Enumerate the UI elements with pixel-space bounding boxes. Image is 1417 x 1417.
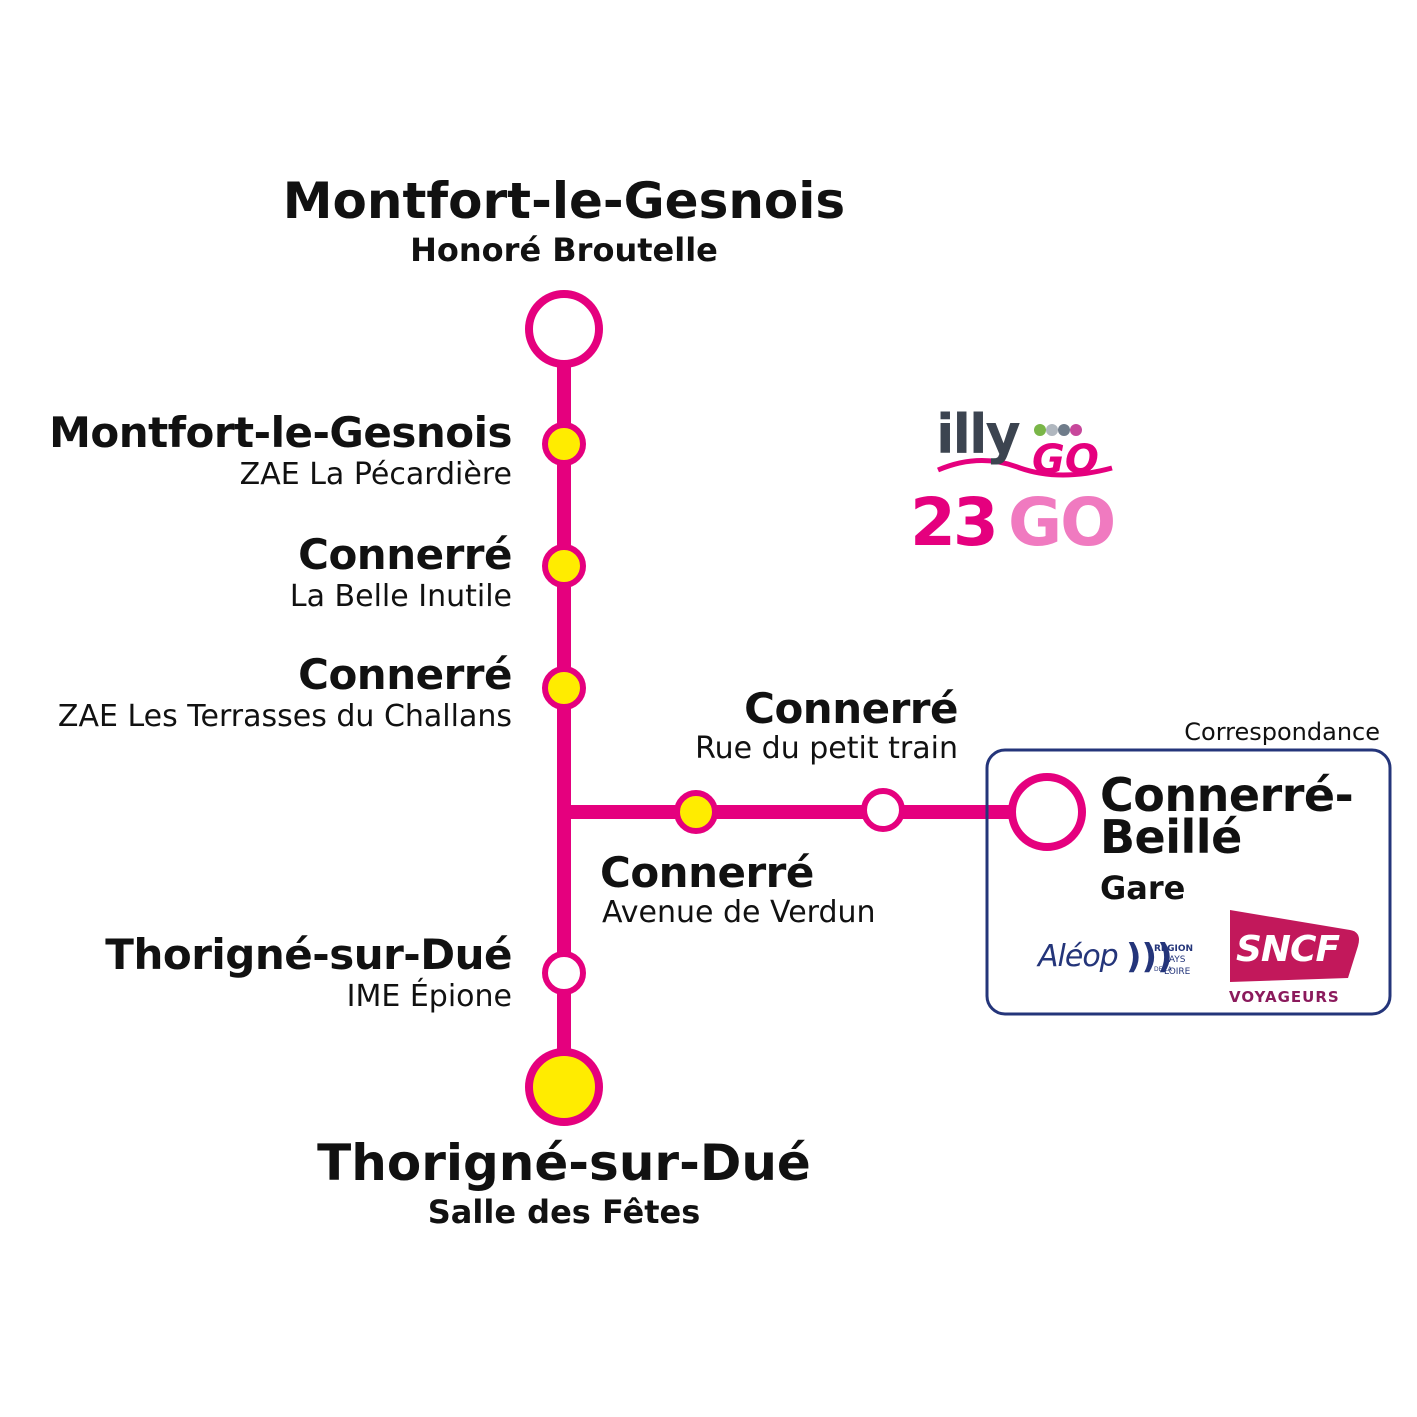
stop-marker-thorigne-salle-fetes[interactable]	[525, 1048, 603, 1126]
stop-place-connerre-belle-inutile: La Belle Inutile	[289, 579, 512, 614]
stop-place-thorigne-salle-fetes: Salle des Fêtes	[427, 1193, 701, 1231]
transfer-box	[985, 748, 1392, 1016]
stop-marker-connerre-terrasses[interactable]	[542, 666, 586, 710]
illygo-logo-illy: illy	[936, 403, 1021, 466]
stop-place-montfort-broutelle: Honoré Broutelle	[410, 231, 718, 269]
transfer-station-subtitle: Gare	[1100, 869, 1186, 907]
stop-place-connerre-verdun: Avenue de Verdun	[602, 895, 876, 930]
stop-city-connerre-terrasses: Connerré	[298, 650, 512, 699]
transfer-station-title-line1: Connerré-	[1100, 768, 1354, 822]
region-logo-line4: LOIRE	[1164, 967, 1191, 977]
aleop-logo: Aléop	[1038, 939, 1119, 974]
stop-place-connerre-petit-train: Rue du petit train	[695, 731, 958, 766]
stop-city-montfort-broutelle: Montfort-le-Gesnois	[282, 172, 846, 230]
illygo-swoosh	[937, 458, 1113, 478]
stop-city-connerre-petit-train: Connerré	[744, 684, 958, 733]
sncf-voyageurs: VOYAGEURS	[1229, 988, 1340, 1006]
stop-city-connerre-verdun: Connerré	[600, 848, 814, 897]
stop-marker-montfort-broutelle[interactable]	[525, 290, 603, 368]
transfer-caption: Correspondance	[1184, 718, 1380, 746]
stop-city-montfort-pecardiere: Montfort-le-Gesnois	[49, 408, 512, 457]
aleop-bars-icon: )))	[1126, 937, 1173, 977]
sncf-logo-text: SNCF	[1236, 929, 1340, 970]
stop-place-connerre-terrasses: ZAE Les Terrasses du Challans	[57, 699, 512, 734]
stop-city-thorigne-salle-fetes: Thorigné-sur-Dué	[317, 1134, 811, 1192]
transfer-station-title-line2: Beillé	[1100, 810, 1242, 864]
stop-city-thorigne-epione: Thorigné-sur-Dué	[105, 930, 512, 979]
region-logo-line2: PAYS	[1164, 955, 1186, 965]
stop-marker-connerre-petit-train[interactable]	[861, 788, 905, 832]
stop-marker-connerre-belle-inutile[interactable]	[542, 544, 586, 588]
stop-marker-connerre-beille-gare[interactable]	[1008, 773, 1086, 851]
region-logo-line3: DE LA	[1154, 966, 1172, 973]
illygo-logo-dots	[1034, 424, 1082, 436]
stop-marker-connerre-verdun[interactable]	[674, 790, 718, 834]
line-number-badge: 23	[910, 484, 999, 561]
stop-place-thorigne-epione: IME Épione	[346, 979, 512, 1014]
stop-city-connerre-belle-inutile: Connerré	[298, 530, 512, 579]
sncf-logo-shape	[1230, 910, 1359, 982]
region-logo-line1: RÉGION	[1154, 944, 1193, 954]
line-go-badge: GO	[1008, 484, 1116, 561]
stop-place-montfort-pecardiere: ZAE La Pécardière	[239, 457, 512, 492]
illygo-logo-go: GO	[1032, 437, 1099, 483]
stop-marker-montfort-pecardiere[interactable]	[542, 422, 586, 466]
stop-marker-thorigne-epione[interactable]	[542, 951, 586, 995]
